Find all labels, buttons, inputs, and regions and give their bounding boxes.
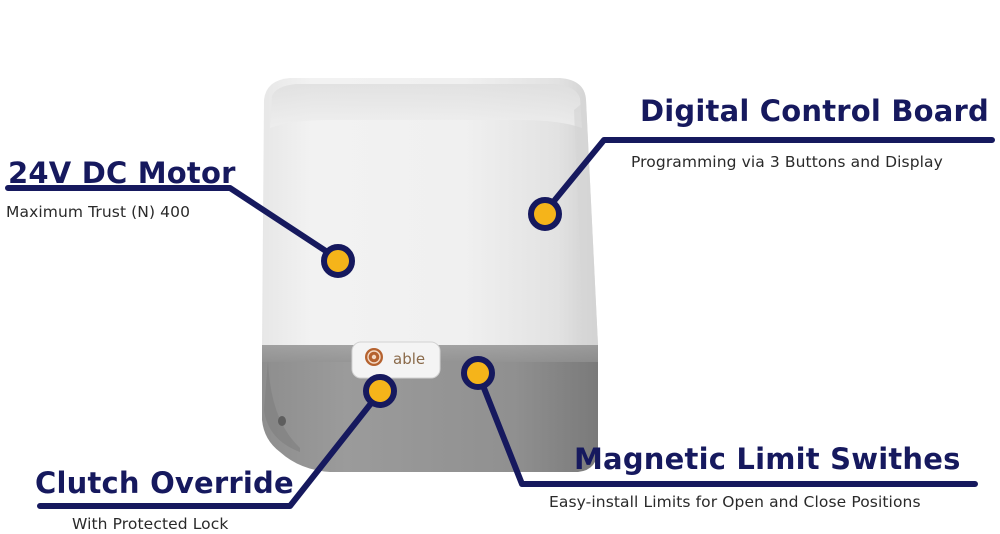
leader-line-limits <box>475 370 978 487</box>
control-board-title: Digital Control Board <box>640 94 990 128</box>
motor-cover <box>262 78 598 345</box>
marker-control-board <box>528 197 562 231</box>
motor-subtitle: Maximum Trust (N) 400 <box>6 203 191 221</box>
clutch-subtitle: With Protected Lock <box>72 515 229 533</box>
control-board-subtitle: Programming via 3 Buttons and Display <box>631 153 943 171</box>
limits-subtitle: Easy-install Limits for Open and Close P… <box>549 493 921 511</box>
marker-limits <box>461 356 495 390</box>
marker-motor <box>321 244 355 278</box>
leader-line-motor <box>5 185 341 262</box>
brand-logo-text: able <box>393 350 426 368</box>
leader-lines <box>5 137 995 509</box>
brand-badge <box>351 341 441 379</box>
clutch-title: Clutch Override <box>35 466 294 500</box>
leader-line-control-board <box>542 137 995 215</box>
marker-clutch <box>363 374 397 408</box>
callout-markers <box>321 197 562 408</box>
motor-title: 24V DC Motor <box>8 156 236 190</box>
limits-title: Magnetic Limit Swithes <box>574 442 961 476</box>
leader-line-clutch <box>37 389 383 509</box>
